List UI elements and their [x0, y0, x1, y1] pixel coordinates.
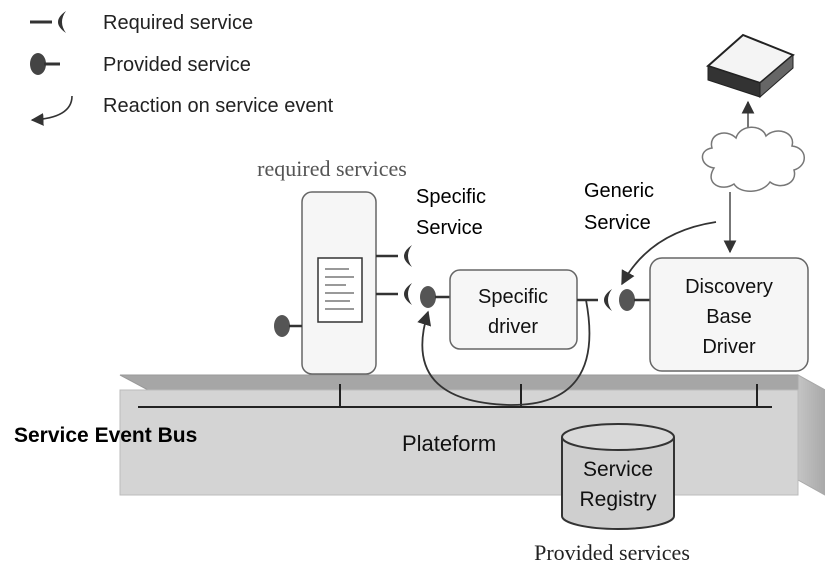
specific-driver-label-line2: driver — [488, 316, 538, 338]
discovery-label-line2: Base — [706, 306, 752, 328]
service-event-bus-line — [138, 384, 772, 408]
discovery-label-line3: Driver — [702, 336, 756, 358]
provided-service-legend-icon — [30, 53, 60, 75]
specific-driver-box: Specific driver — [449, 269, 578, 350]
specific-service-label-line2: Service — [416, 217, 483, 239]
discovery-label-line1: Discovery — [685, 276, 773, 298]
specific-driver-label-line1: Specific — [478, 286, 548, 308]
generic-service-label-line1: Generic — [584, 180, 654, 202]
legend-provided-label: Provided service — [103, 54, 251, 76]
legend: Required service Provided service Reacti… — [30, 11, 334, 126]
specific-service-label-line1: Specific — [416, 186, 486, 208]
discovery-provided-port — [619, 289, 650, 311]
bundle-required-port-upper — [376, 245, 412, 267]
bundle-required-port-lower — [376, 283, 412, 305]
required-services-label: required services — [257, 156, 407, 181]
legend-required-label: Required service — [103, 12, 253, 34]
device-icon — [706, 33, 795, 99]
discovery-base-driver-box: Discovery Base Driver — [649, 257, 809, 372]
specific-driver-required-port — [577, 289, 612, 311]
legend-reaction-label: Reaction on service event — [103, 95, 334, 117]
generic-service-label-line2: Service — [584, 212, 651, 234]
plateform-label: Plateform — [402, 431, 496, 456]
generic-service-event-arrow — [621, 221, 717, 286]
service-event-bus-label: Service Event Bus — [14, 424, 197, 447]
reaction-arrow-legend-icon — [30, 95, 73, 126]
registry-label-line1: Service — [583, 458, 653, 481]
document-icon — [317, 257, 363, 323]
specific-service-event-arrow — [417, 299, 591, 406]
required-service-legend-icon — [30, 11, 66, 33]
bundle-provided-port — [274, 315, 302, 337]
application-bundle — [301, 191, 377, 375]
registry-label-line2: Registry — [579, 488, 657, 511]
service-registry: Service Registry — [561, 423, 675, 530]
provided-services-label: Provided services — [534, 540, 690, 565]
specific-driver-provided-port — [420, 286, 450, 308]
cloud-icon — [701, 126, 805, 192]
